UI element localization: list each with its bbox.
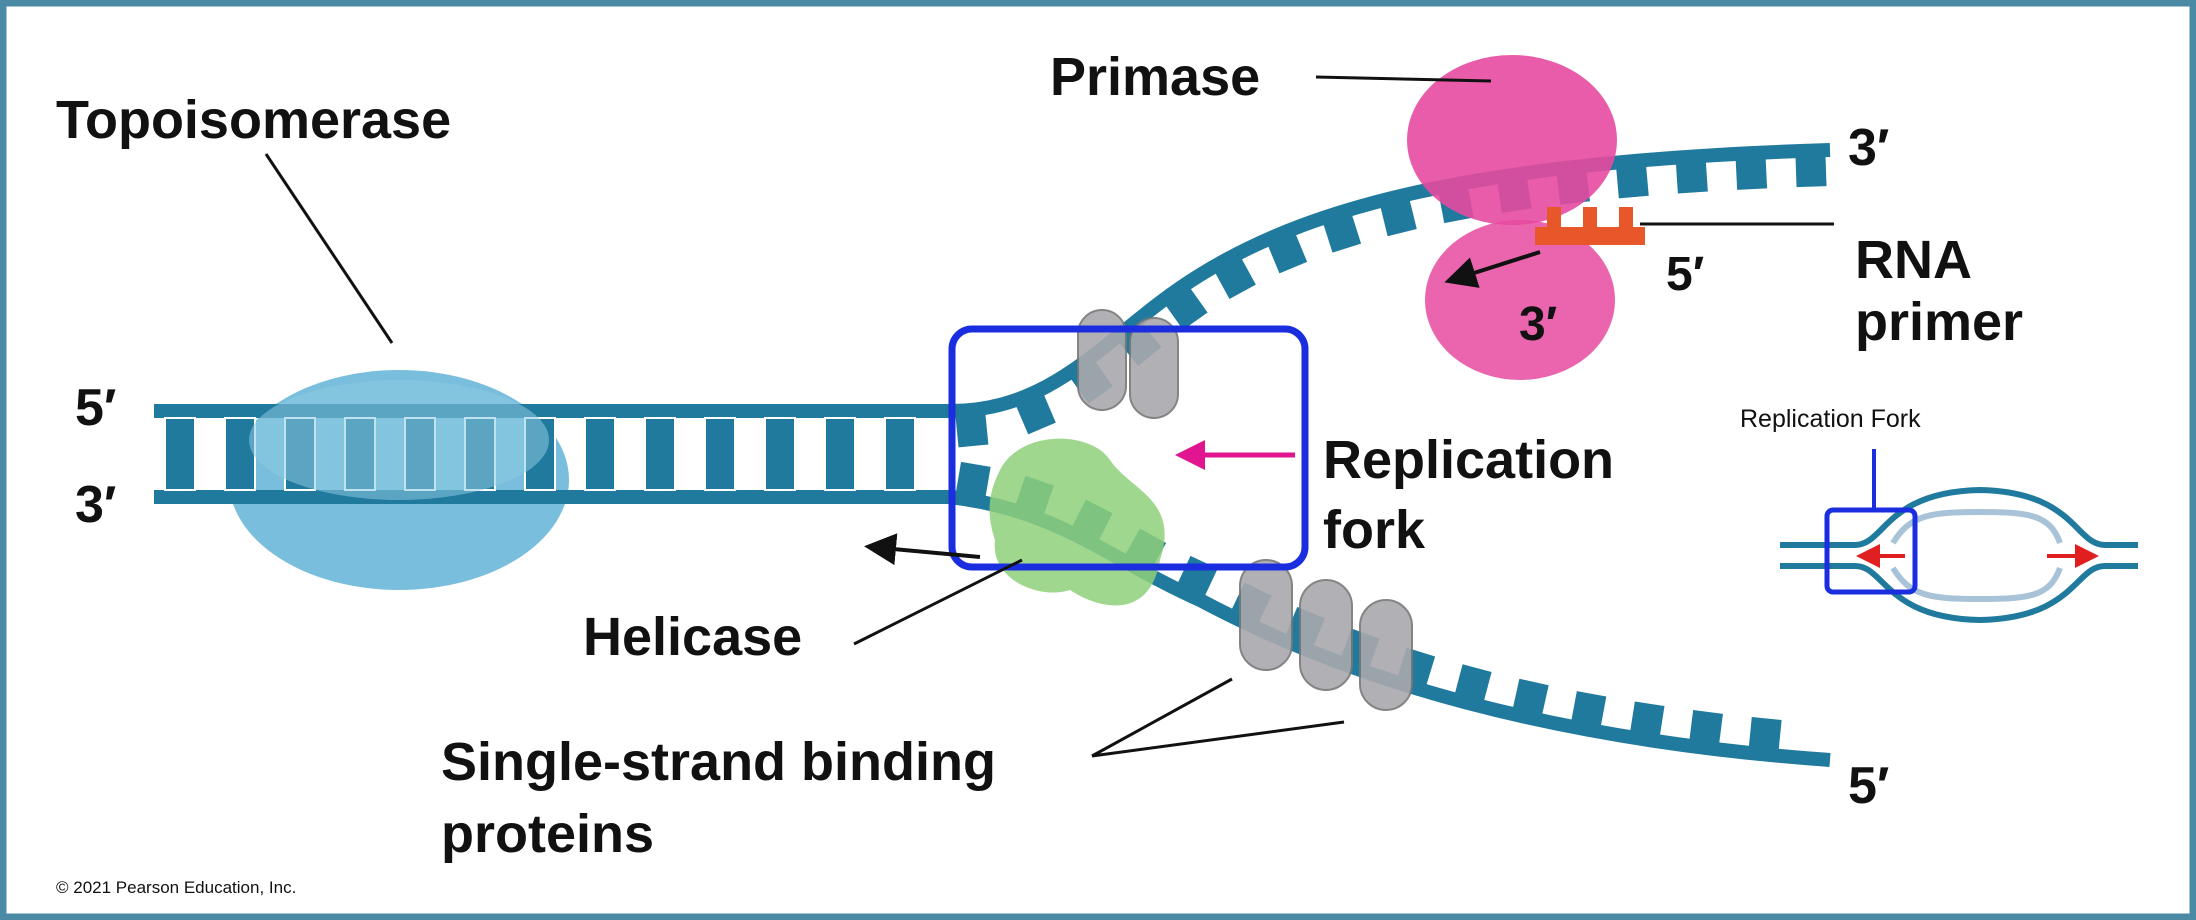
base (1453, 664, 1492, 707)
base-pair (584, 417, 616, 491)
ssb-label-1: Single-strand binding (441, 732, 996, 792)
inset-title: Replication Fork (1740, 405, 1921, 433)
helicase-label: Helicase (583, 607, 802, 667)
base (1615, 159, 1649, 199)
primer-3-end-label: 3′ (1519, 298, 1557, 351)
base-pair (164, 417, 196, 491)
single-strand-binding-proteins (1077, 309, 1413, 711)
ssb-protein (1129, 317, 1179, 419)
base (1162, 283, 1208, 330)
base (1629, 701, 1665, 742)
base (1795, 150, 1827, 188)
base-pair (824, 417, 856, 491)
duplex-bottom-backbone (154, 490, 954, 504)
rna-primer (1535, 207, 1645, 245)
ssb-protein (1299, 579, 1353, 691)
base (1511, 678, 1549, 721)
helicase-direction-arrow (864, 533, 981, 566)
ssb-protein (1077, 309, 1127, 411)
replication-fork-highlight-box (948, 325, 1309, 571)
base (1321, 209, 1362, 253)
rna-primer-label-2: primer (1855, 292, 2023, 352)
base (1265, 228, 1308, 274)
base (955, 408, 989, 448)
base (1379, 194, 1417, 237)
replication-fork-label-2: fork (1323, 500, 1426, 560)
topoisomerase-top (249, 380, 549, 500)
ssb-label-2: proteins (441, 804, 654, 864)
base (1748, 717, 1782, 756)
left-top-end-label: 5′ (75, 379, 116, 437)
rna-primer-label-1: RNA (1855, 230, 1972, 290)
primer-5-end-label: 5′ (1666, 248, 1704, 301)
right-top-end-label: 3′ (1848, 119, 1889, 177)
inset-fork-box (1824, 507, 1918, 595)
base-pair (764, 417, 796, 491)
base (1688, 710, 1723, 750)
base (1014, 389, 1056, 435)
topoisomerase-label: Topoisomerase (56, 90, 451, 150)
base-pair (884, 417, 916, 491)
base (1570, 691, 1607, 732)
base-pair (704, 417, 736, 491)
leader-lines (264, 75, 1834, 758)
primase-protein-top (1407, 55, 1617, 225)
copyright: © 2021 Pearson Education, Inc. (56, 878, 296, 897)
ssb-protein (1359, 599, 1413, 711)
primase-label: Primase (1050, 47, 1260, 107)
replication-bubble-inset: Replication Fork (1740, 405, 2138, 624)
ssb-protein (1239, 559, 1293, 671)
base (955, 461, 991, 503)
base-pair (224, 417, 256, 491)
base (1675, 155, 1708, 194)
replication-fork-label-1: Replication (1323, 430, 1614, 490)
right-bottom-end-label: 5′ (1848, 757, 1889, 815)
left-bottom-end-label: 3′ (75, 476, 116, 534)
base (1735, 152, 1768, 190)
primer-synthesis-arrow (1444, 250, 1541, 288)
base-pair (644, 417, 676, 491)
base (1212, 252, 1256, 299)
